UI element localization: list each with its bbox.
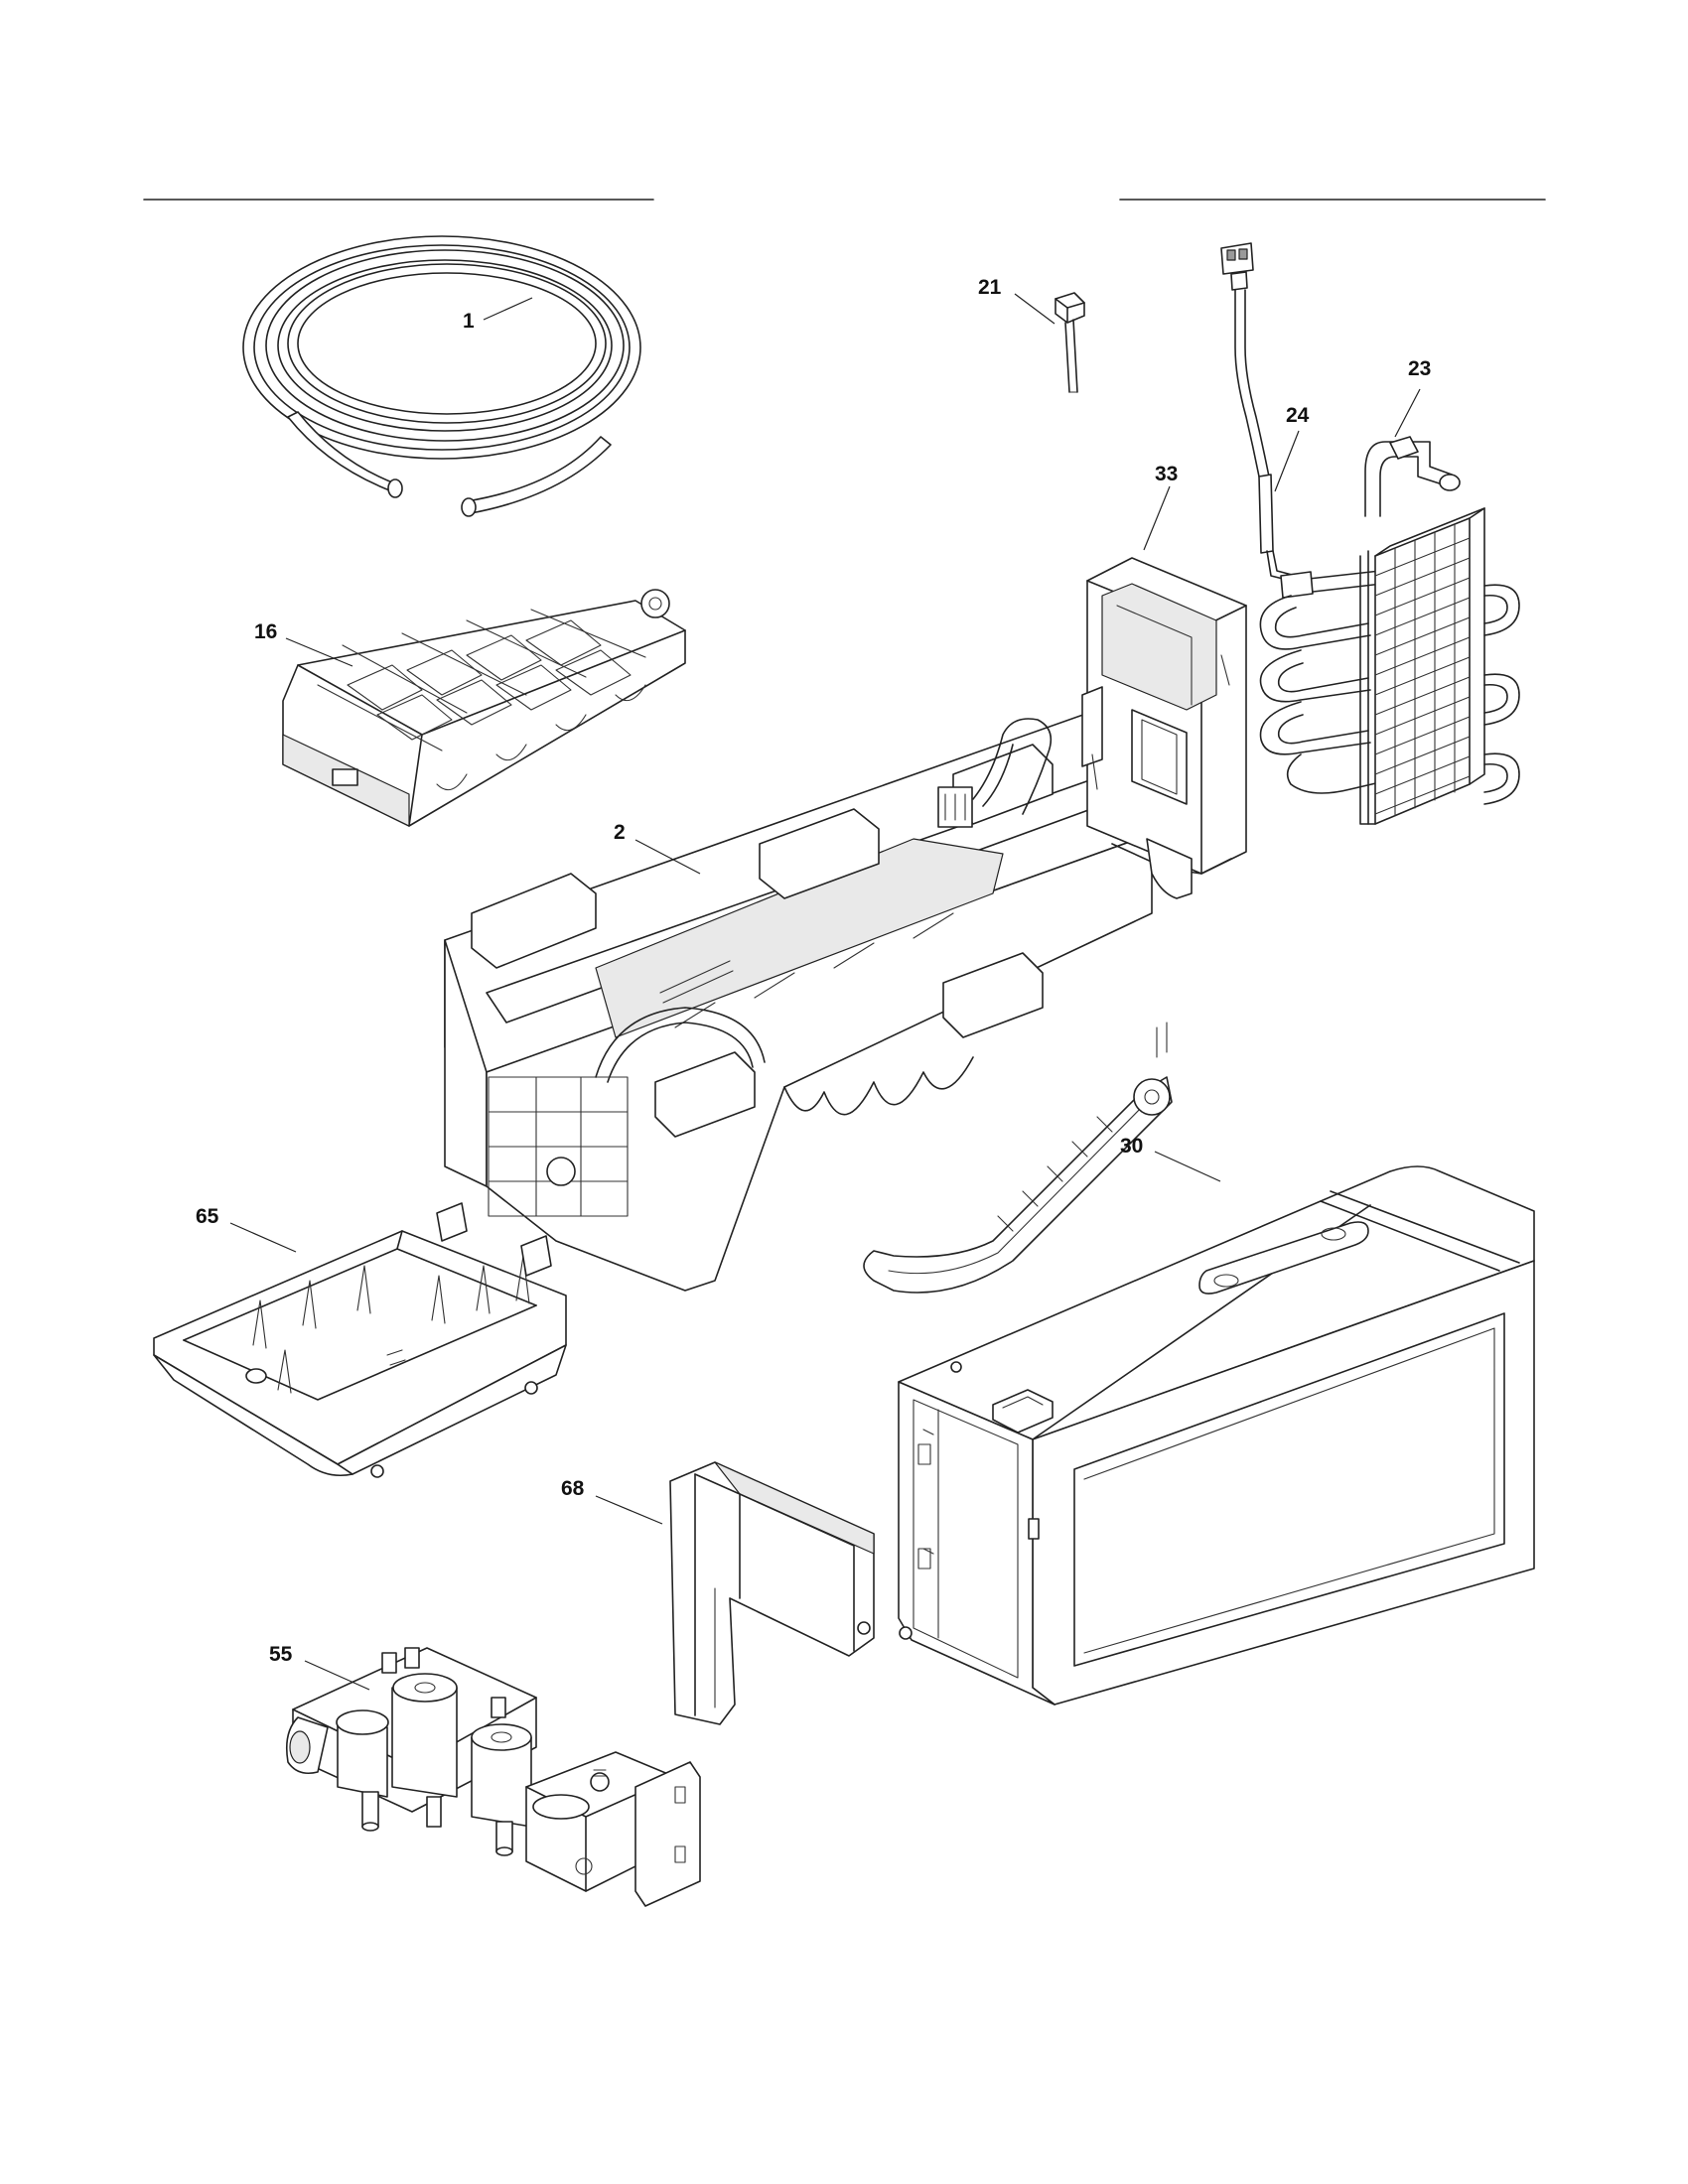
leader-24 [1274,430,1300,492]
leader-33 [1143,485,1171,551]
part-water-tubing [242,235,641,517]
leader-55 [304,1660,370,1691]
callout-65: 65 [196,1205,219,1228]
part-water-valve [285,1647,701,1907]
callout-23: 23 [1408,357,1431,380]
callout-2: 2 [614,821,626,844]
leader-23 [1394,388,1421,438]
callout-68: 68 [561,1477,585,1500]
leader-65 [229,1222,297,1253]
callout-24: 24 [1286,404,1310,427]
callout-30: 30 [1120,1135,1143,1158]
leader-1 [483,297,533,321]
part-evaporator [1259,436,1520,825]
callout-55: 55 [269,1643,293,1666]
leader-2 [634,839,701,875]
callout-1: 1 [463,310,475,333]
part-control-housing [1081,557,1247,899]
part-icemaker-assembly [444,709,1173,1294]
part-harness-plug [1055,292,1085,393]
part-ice-tray [282,589,686,827]
leader-16 [285,637,353,667]
part-ice-bucket [153,1202,567,1478]
leader-lines [229,293,1421,1691]
callout-16: 16 [254,620,277,643]
callout-33: 33 [1155,463,1178,485]
leader-68 [595,1495,663,1525]
part-ice-bin-housing [898,1165,1535,1706]
leader-21 [1014,293,1055,325]
leader-30 [1154,1151,1221,1182]
callout-21: 21 [978,276,1002,299]
part-heater-harness [1220,242,1297,582]
part-cover [669,1461,875,1725]
